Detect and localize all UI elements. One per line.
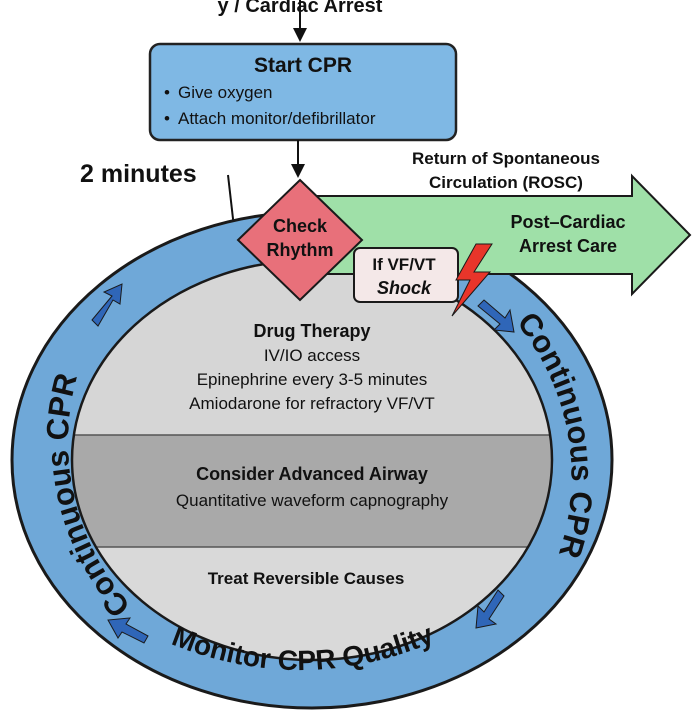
rosc-line-1: Return of Spontaneous [412,149,600,168]
ring-arrow-upper-left [91,283,123,327]
drug-line-1: IV/IO access [264,346,360,365]
causes-title: Treat Reversible Causes [208,569,405,588]
check-rhythm-line-1: Check [273,216,328,236]
drug-line-3: Amiodarone for refractory VF/VT [189,394,435,413]
airway-line: Quantitative waveform capnography [176,491,449,510]
lightning-bolt-icon [451,243,493,317]
post-arrest-line-2: Arrest Care [519,236,617,256]
drug-line-2: Epinephrine every 3-5 minutes [197,370,428,389]
rosc-line-2: Circulation (ROSC) [429,173,583,192]
start-cpr-title: Start CPR [254,54,352,77]
shock-line-1: If VF/VT [372,255,436,274]
post-arrest-line-1: Post–Cardiac [510,212,625,232]
top-arrow-head [293,28,307,42]
start-cpr-box [148,42,458,142]
ring-arrow-upper-right [477,299,515,333]
start-cpr-bullet-2: Attach monitor/defibrillator [178,109,376,128]
check-rhythm-line-2: Rhythm [267,240,334,260]
start-cpr-bullet-1: Give oxygen [178,83,273,102]
ring-arrow-lower-right [475,589,505,629]
shock-line-2: Shock [377,278,432,298]
check-rhythm-diamond [236,178,364,302]
airway-band [72,435,552,547]
bullet-dot: • [164,83,170,102]
shock-box [353,247,459,303]
airway-title: Consider Advanced Airway [196,464,428,484]
box-to-rhythm-head [291,164,305,178]
ring-arrow-lower-left [107,617,149,644]
drug-title: Drug Therapy [253,321,370,341]
two-minutes-label: 2 minutes [80,160,197,188]
bullet-dot: • [164,109,170,128]
